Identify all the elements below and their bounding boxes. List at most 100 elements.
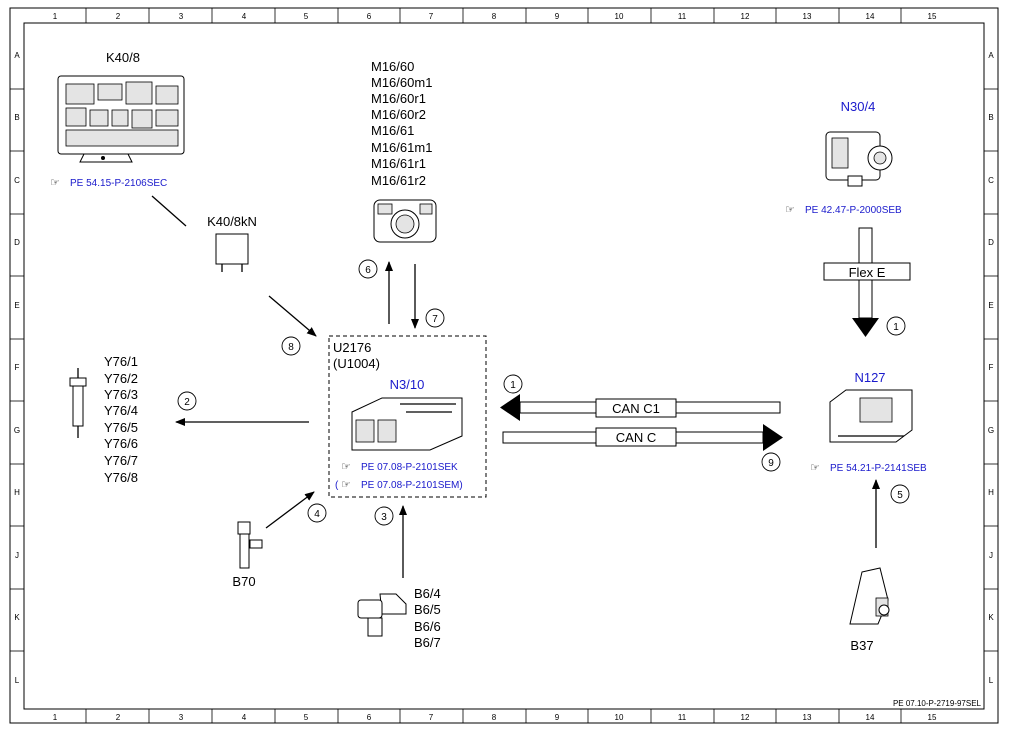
- k40-8-connector-line: [151, 195, 187, 227]
- m16-label-4: M16/60r2: [371, 107, 426, 122]
- n30-4-reference-link[interactable]: PE 42.47-P-2000SEB: [805, 205, 902, 216]
- grid-row-e: E: [14, 301, 19, 310]
- u1004-label: (U1004): [333, 356, 380, 371]
- grid-col-7-bottom: 7: [429, 713, 434, 722]
- can-c1-bus-arrow: [500, 394, 781, 421]
- k40-8-label: K40/8: [106, 50, 140, 65]
- m16-label-6: M16/61m1: [371, 140, 432, 155]
- accelerator-pedal-sensor-icon: [849, 567, 890, 625]
- grid-col-13: 13: [803, 12, 812, 21]
- grid-row-e-right: E: [988, 301, 993, 310]
- y76-label-1: Y76/1: [104, 354, 138, 369]
- y76-label-5: Y76/5: [104, 420, 138, 435]
- grid-col-5: 5: [304, 12, 309, 21]
- reference-hand-icon: ☞: [341, 479, 351, 491]
- b6-label-4: B6/7: [414, 635, 441, 650]
- grid-row-b-right: B: [988, 113, 993, 122]
- grid-col-10-bottom: 10: [615, 713, 624, 722]
- y76-label-7: Y76/7: [104, 453, 138, 468]
- m16-label-1: M16/60: [371, 59, 414, 74]
- reference-hand-icon: ☞: [810, 462, 820, 474]
- grid-row-j-right: J: [989, 551, 993, 560]
- step-number-2: 2: [184, 397, 190, 408]
- grid-row-labels-left: A B C D E F G H J K L: [14, 51, 20, 685]
- u2176-label: U2176: [333, 340, 371, 355]
- b6-label-2: B6/5: [414, 602, 441, 617]
- grid-row-d: D: [14, 238, 20, 247]
- step-number-9: 9: [768, 458, 774, 469]
- n127-reference-link[interactable]: PE 54.21-P-2141SEB: [830, 463, 927, 474]
- grid-col-2-bottom: 2: [116, 713, 121, 722]
- b37-label: B37: [850, 638, 873, 653]
- k40-8-module-icon: [57, 75, 185, 163]
- grid-col-15: 15: [928, 12, 937, 21]
- grid-row-c: C: [14, 176, 20, 185]
- camshaft-sensor-icon: [357, 593, 407, 637]
- n30-4-unit-icon: [825, 131, 893, 187]
- y76-label-4: Y76/4: [104, 403, 138, 418]
- n3-10-label: N3/10: [390, 377, 425, 392]
- reference-hand-icon: ☞: [785, 204, 795, 216]
- grid-row-h-right: H: [988, 488, 994, 497]
- grid-col-9-bottom: 9: [555, 713, 560, 722]
- m16-label-list: M16/60 M16/60m1 M16/60r1 M16/60r2 M16/61…: [371, 59, 432, 188]
- relay-icon: [215, 233, 249, 272]
- n3-10-reference-link-b[interactable]: PE 07.08-P-2101SEM): [361, 480, 463, 491]
- reference-hand-icon: ☞: [341, 461, 351, 473]
- outer-frame: [9, 7, 999, 724]
- n3-10-reference-link-a[interactable]: PE 07.08-P-2101SEK: [361, 462, 458, 473]
- step-circle-5: [890, 484, 910, 504]
- grid-row-c-right: C: [988, 176, 994, 185]
- step-number-1-flex: 1: [893, 322, 899, 333]
- grid-row-a: A: [14, 51, 20, 60]
- grid-col-15-bottom: 15: [928, 713, 937, 722]
- crankshaft-sensor-icon: [237, 521, 263, 569]
- step-circle-6: [358, 259, 378, 279]
- step-circle-1-flex: [886, 316, 906, 336]
- m16-label-5: M16/61: [371, 123, 414, 138]
- grid-col-6-bottom: 6: [367, 713, 372, 722]
- grid-row-labels-right: A B C D E F G H J K L: [988, 51, 994, 685]
- y76-label-8: Y76/8: [104, 470, 138, 485]
- grid-row-j: J: [15, 551, 19, 560]
- me-sfi-control-unit-boundary: [328, 335, 487, 498]
- step-number-7: 7: [432, 314, 438, 325]
- can-c-bus-arrow: [502, 424, 783, 451]
- grid-col-3: 3: [179, 12, 184, 21]
- grid-col-11: 11: [678, 12, 687, 21]
- m16-label-7: M16/61r1: [371, 156, 426, 171]
- grid-row-k-right: K: [988, 613, 994, 622]
- step-number-6: 6: [365, 265, 371, 276]
- step-circle-3: [374, 506, 394, 526]
- engine-control-unit-icon: [351, 397, 463, 451]
- step-number-1-can: 1: [510, 380, 516, 391]
- step-circle-8: [281, 336, 301, 356]
- k40-8-reference-link[interactable]: PE 54.15-P-2106SEC: [70, 178, 167, 189]
- grid-col-12-bottom: 12: [741, 713, 750, 722]
- grid-row-l-right: L: [989, 676, 994, 685]
- y76-label-3: Y76/3: [104, 387, 138, 402]
- step-circle-7: [425, 308, 445, 328]
- m16-label-3: M16/60r1: [371, 91, 426, 106]
- grid-row-l: L: [15, 676, 20, 685]
- grid-col-8: 8: [492, 12, 497, 21]
- grid-col-2: 2: [116, 12, 121, 21]
- n30-4-label: N30/4: [841, 99, 876, 114]
- m16-label-8: M16/61r2: [371, 173, 426, 188]
- can-c1-bus-label: CAN C1: [612, 401, 660, 416]
- grid-row-k: K: [14, 613, 20, 622]
- flex-e-bus-arrow: [823, 227, 911, 337]
- grid-col-4: 4: [242, 12, 247, 21]
- throttle-valve-icon: [373, 199, 437, 243]
- b6-label-1: B6/4: [414, 586, 441, 601]
- grid-col-8-bottom: 8: [492, 713, 497, 722]
- grid-row-f-right: F: [989, 363, 994, 372]
- y76-label-list: Y76/1 Y76/2 Y76/3 Y76/4 Y76/5 Y76/6 Y76/…: [104, 354, 138, 485]
- grid-col-9: 9: [555, 12, 560, 21]
- b6-label-3: B6/6: [414, 619, 441, 634]
- k40-8kn-label: K40/8kN: [207, 214, 257, 229]
- grid-row-d-right: D: [988, 238, 994, 247]
- y76-label-6: Y76/6: [104, 436, 138, 451]
- grid-col-labels-bottom: 1 2 3 4 5 6 7 8 9 10 11 12 13 14 15: [53, 713, 937, 722]
